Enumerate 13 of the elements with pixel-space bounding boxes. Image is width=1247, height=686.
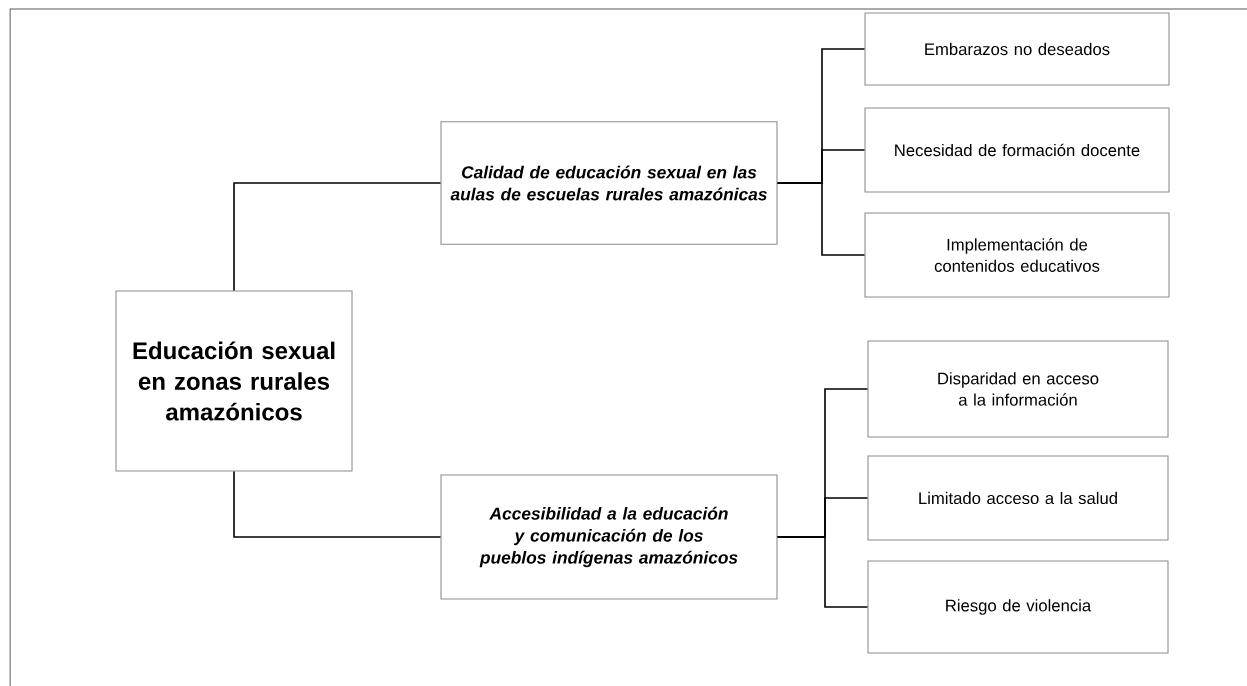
category-box: Accesibilidad a la educación y comunicación de los pueblos indígenas amazónicos — [440, 474, 778, 600]
subtopic-box: Implementación de contenidos educativos — [864, 212, 1170, 298]
topic-box: Educación sexual en zonas rurales amazónicos — [115, 290, 353, 472]
category-box: Calidad de educación sexual en las aulas de escuelas rurales amazónicas — [440, 121, 778, 245]
subtopic-box: Limitado acceso a la salud — [867, 455, 1169, 541]
connector-line — [233, 182, 442, 292]
subtopic-box: Necesidad de formación docente — [864, 107, 1170, 193]
connector-line — [233, 470, 442, 538]
subtopic-box: Riesgo de violencia — [867, 560, 1169, 654]
connector-line — [776, 536, 869, 608]
subtopic-box: Disparidad en acceso a la información — [867, 340, 1169, 438]
subtopic-box: Embarazos no deseados — [864, 12, 1170, 86]
connector-line — [776, 182, 866, 256]
